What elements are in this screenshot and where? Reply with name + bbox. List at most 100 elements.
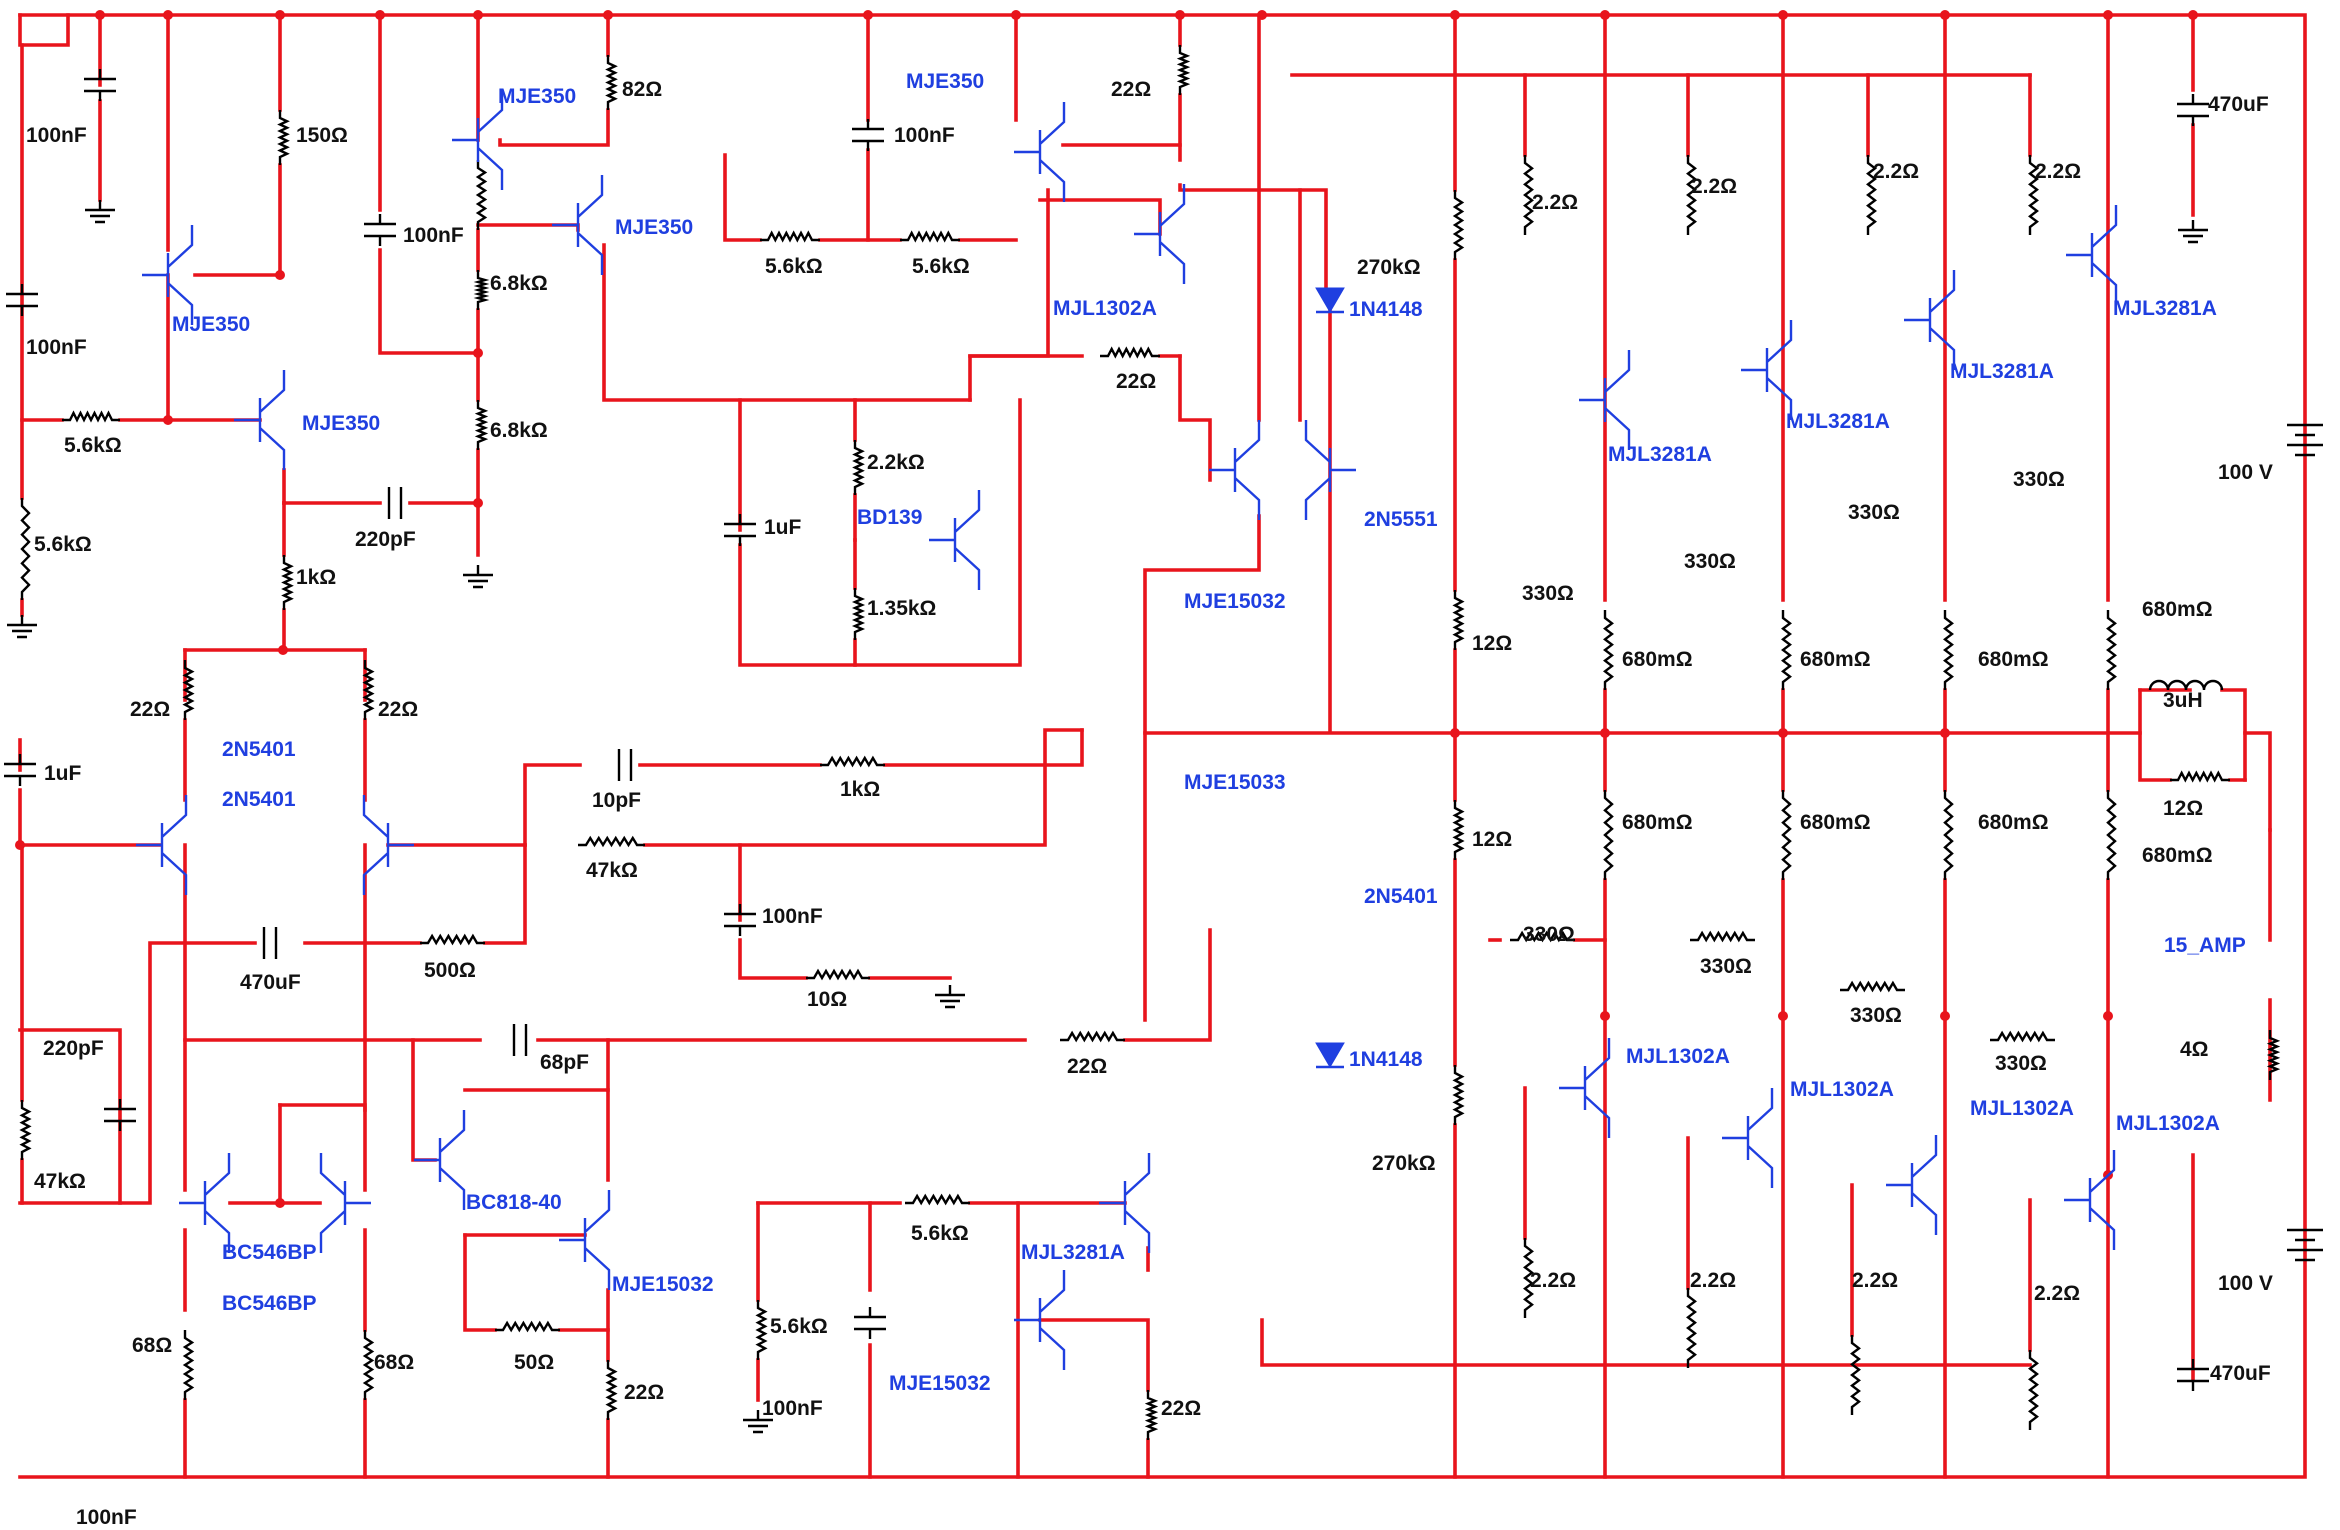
value-label: 100nF bbox=[26, 124, 87, 147]
value-label: 22Ω bbox=[1161, 1397, 1201, 1420]
junction-dot bbox=[1450, 728, 1460, 738]
part-label: 2N5401 bbox=[1364, 885, 1438, 908]
resistor-symbol bbox=[474, 400, 489, 450]
value-label: 2.2Ω bbox=[1690, 1269, 1736, 1292]
wire bbox=[738, 938, 808, 980]
value-label: 270kΩ bbox=[1357, 256, 1421, 279]
ground-symbol bbox=[935, 985, 965, 1009]
value-label: 1kΩ bbox=[840, 778, 880, 801]
part-label: BC546BP bbox=[222, 1241, 317, 1264]
part-label: 2N5401 bbox=[222, 738, 296, 761]
transistor-symbol bbox=[142, 225, 194, 325]
transistor-symbol bbox=[136, 795, 188, 895]
wire bbox=[411, 1038, 437, 1162]
resistor-symbol bbox=[1060, 1030, 1125, 1043]
capacitor-symbol bbox=[262, 927, 278, 959]
wire bbox=[883, 728, 1084, 767]
resistor-symbol bbox=[806, 968, 870, 981]
part-label: 1N4148 bbox=[1349, 298, 1423, 321]
resistor-symbol bbox=[1100, 346, 1160, 359]
resistor-symbol bbox=[2028, 1350, 2039, 1430]
transistor-symbol bbox=[452, 90, 504, 190]
resistor-symbol bbox=[362, 1330, 375, 1400]
wire bbox=[1038, 1318, 1150, 1392]
junction-dot bbox=[278, 645, 288, 655]
transistor-symbol bbox=[929, 490, 981, 590]
resistor-symbol bbox=[495, 1320, 560, 1333]
wire bbox=[483, 843, 527, 945]
part-label: MJL1302A bbox=[1053, 297, 1157, 320]
value-label: 6.8kΩ bbox=[490, 272, 548, 295]
part-label: MJL3281A bbox=[1608, 443, 1712, 466]
value-label: 470uF bbox=[2208, 93, 2269, 116]
value-label: 220pF bbox=[355, 528, 416, 551]
value-label: 22Ω bbox=[1067, 1055, 1107, 1078]
resistor-symbol bbox=[820, 755, 885, 768]
resistor-symbol bbox=[1781, 610, 1792, 690]
transistor-symbol bbox=[1099, 1153, 1151, 1253]
resistor-symbol bbox=[578, 835, 645, 848]
wire bbox=[643, 728, 1084, 847]
wire bbox=[18, 13, 2307, 1479]
component-symbols bbox=[4, 45, 2323, 1440]
value-label: 100nF bbox=[76, 1506, 137, 1529]
part-label: MJL3281A bbox=[1021, 1241, 1125, 1264]
transistor-symbol bbox=[362, 795, 414, 895]
value-label: 500Ω bbox=[424, 959, 476, 982]
value-label: 22Ω bbox=[1116, 370, 1156, 393]
value-label: 82Ω bbox=[622, 78, 662, 101]
resistor-symbol bbox=[2106, 610, 2117, 690]
resistor-symbol bbox=[19, 1100, 32, 1160]
resistor-symbol bbox=[277, 110, 290, 165]
value-label: 220pF bbox=[43, 1037, 104, 1060]
part-label: MJE15032 bbox=[612, 1273, 714, 1296]
value-label: 22Ω bbox=[130, 698, 170, 721]
wire bbox=[968, 188, 1050, 358]
value-label: 330Ω bbox=[1848, 501, 1900, 524]
resistor-symbol bbox=[182, 660, 195, 720]
ground-symbol bbox=[85, 200, 115, 224]
value-label: 100nF bbox=[762, 905, 823, 928]
battery-symbol bbox=[2287, 423, 2323, 457]
resistor-symbol bbox=[905, 1193, 970, 1206]
wire bbox=[2138, 688, 2172, 782]
part-label: MJL3281A bbox=[1786, 410, 1890, 433]
inductor-symbol bbox=[2148, 679, 2224, 691]
wire bbox=[463, 1088, 610, 1182]
wire bbox=[18, 941, 257, 1205]
value-label: 10pF bbox=[592, 789, 641, 812]
resistor-symbol bbox=[1690, 930, 1755, 943]
value-label: 100 V bbox=[2218, 461, 2273, 484]
value-label: 2.2Ω bbox=[1873, 160, 1919, 183]
part-label: MJE15032 bbox=[1184, 590, 1286, 613]
capacitor-symbol bbox=[2177, 1359, 2209, 1391]
resistor-symbol bbox=[281, 555, 294, 610]
wire bbox=[20, 43, 64, 422]
resistor-symbol bbox=[755, 1300, 768, 1360]
value-label: 5.6kΩ bbox=[765, 255, 823, 278]
resistor-symbol bbox=[1452, 590, 1465, 650]
part-label: MJE15033 bbox=[1184, 771, 1286, 794]
wire bbox=[463, 1233, 497, 1332]
value-label: 330Ω bbox=[1995, 1052, 2047, 1075]
value-label: 68pF bbox=[540, 1051, 589, 1074]
value-label: 470uF bbox=[240, 971, 301, 994]
wire bbox=[193, 163, 282, 277]
part-label: MJE350 bbox=[302, 412, 380, 435]
value-label: 1uF bbox=[44, 762, 82, 785]
resistor-symbol bbox=[2028, 155, 2039, 235]
resistor-symbol bbox=[62, 410, 120, 423]
wire bbox=[18, 788, 162, 847]
resistor-symbol bbox=[900, 230, 960, 243]
transistor-symbol bbox=[1134, 184, 1186, 284]
transistor-symbol bbox=[234, 370, 286, 470]
part-label: MJE350 bbox=[498, 85, 576, 108]
wire bbox=[378, 248, 480, 355]
transistor-symbol bbox=[1579, 350, 1631, 450]
junction-dot bbox=[275, 270, 285, 280]
value-label: 22Ω bbox=[1111, 78, 1151, 101]
wire bbox=[278, 1103, 367, 1112]
value-label: 68Ω bbox=[374, 1351, 414, 1374]
wire bbox=[1178, 183, 1328, 302]
resistor-symbol bbox=[1850, 1335, 1861, 1415]
